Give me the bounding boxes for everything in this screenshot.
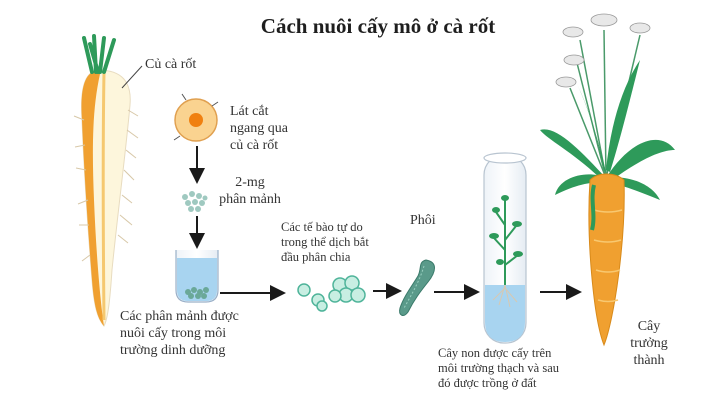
label-carrot-root: Củ cà rốt	[145, 57, 197, 72]
mature-carrot-icon	[540, 13, 675, 347]
culture-beaker-icon	[175, 250, 219, 303]
cross-section-icon	[173, 93, 219, 142]
label-cross-section: Lát cắt ngang qua củ cà rốt	[230, 104, 288, 153]
embryo-icon	[399, 259, 435, 316]
diagram-title: Cách nuôi cấy mô ở cà rốt	[260, 14, 496, 38]
carrot-halved-icon	[73, 34, 143, 327]
fragments-icon	[182, 191, 208, 212]
test-tube-seedling-icon	[483, 152, 527, 344]
label-free-cells: Các tế bào tự do trong thể dịch bắt đầu …	[281, 220, 369, 264]
label-mature: Cây trưởng thành	[630, 319, 668, 368]
label-fragments: 2-mg phân mảnh	[219, 175, 281, 207]
label-seedling: Cây non được cấy trên môi trường thạch v…	[438, 346, 559, 390]
label-culture: Các phân mảnh được nuôi cấy trong môi tr…	[120, 309, 239, 358]
free-cells-icon	[297, 275, 366, 312]
label-embryo: Phôi	[410, 213, 436, 228]
